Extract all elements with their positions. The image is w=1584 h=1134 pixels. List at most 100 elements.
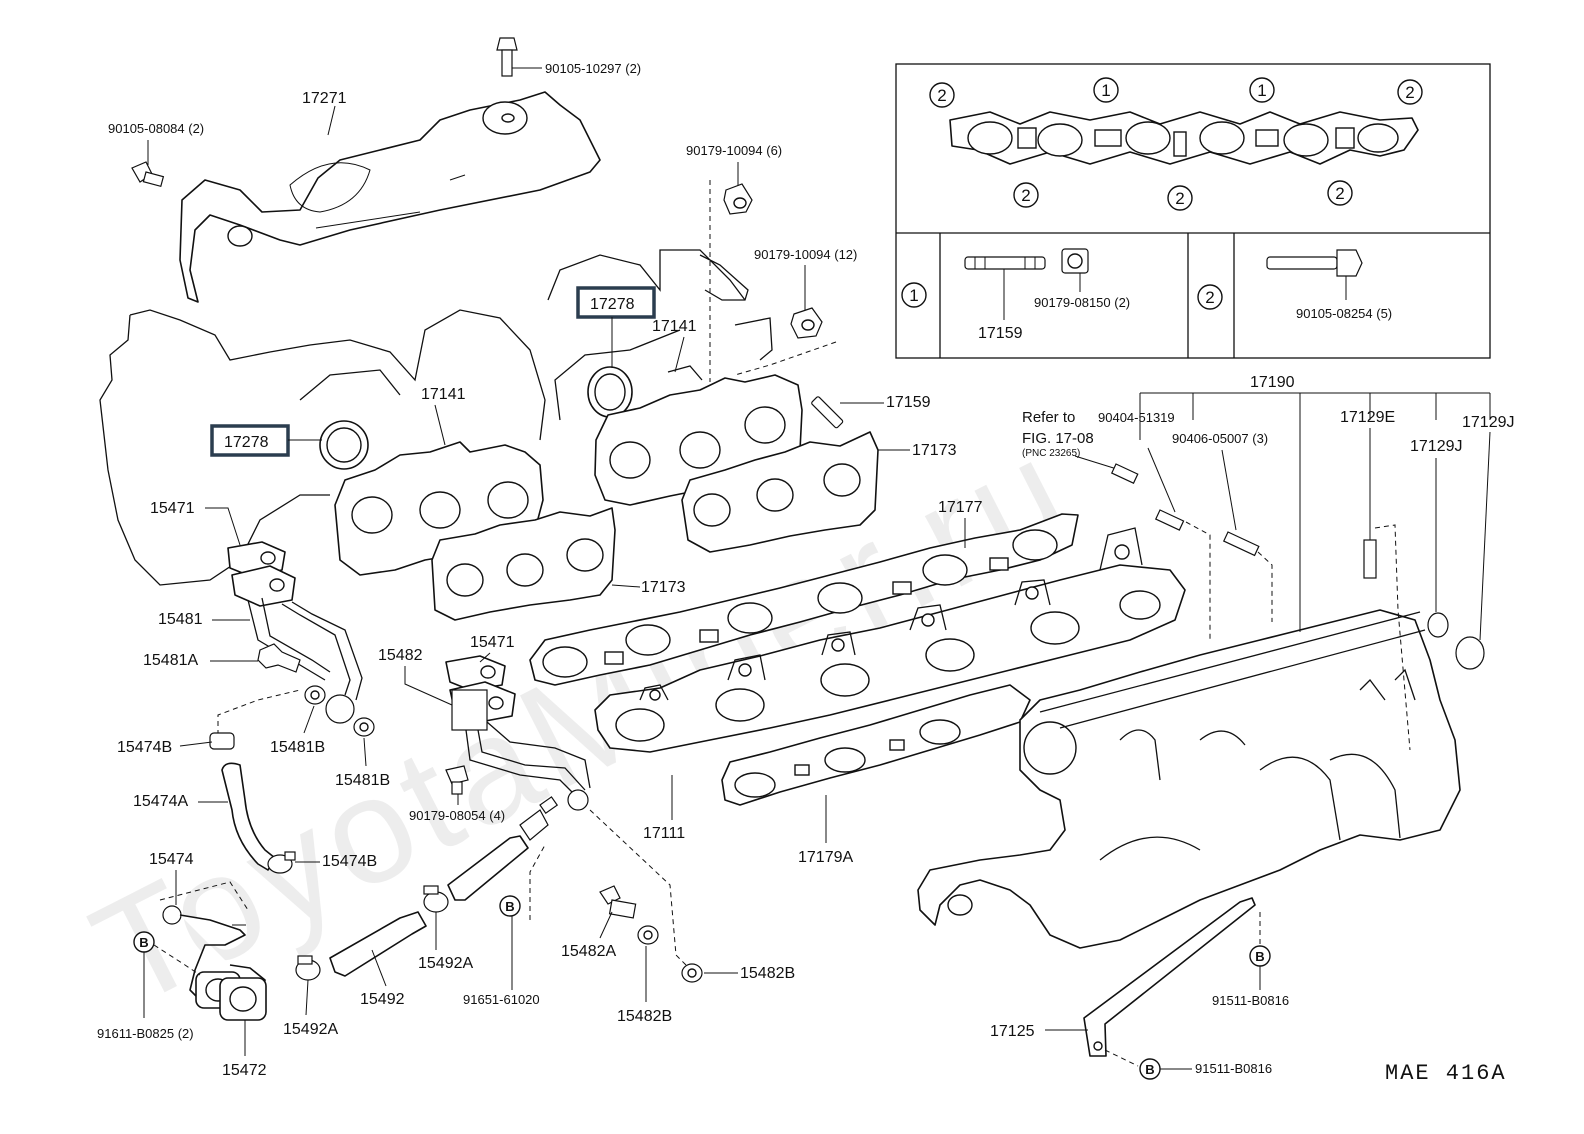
callout-b-91511-lower: B — [1139, 1058, 1161, 1080]
fitting-90404-51319 — [1154, 509, 1185, 531]
exhaust-gasket-17173-upper — [681, 431, 879, 553]
label-17159: 17159 — [886, 394, 931, 411]
valve-15474 — [162, 905, 267, 1021]
callout-1-legend: 1 — [901, 282, 927, 308]
label-90105-10297: 90105-10297 (2) — [545, 61, 641, 76]
label-15474B-lower: 15474B — [322, 853, 377, 870]
label-17141-right: 17141 — [652, 318, 697, 335]
callout-b-91651: B — [499, 895, 521, 917]
bolt-90179-08054 — [445, 765, 469, 795]
label-15471-right: 15471 — [470, 634, 515, 651]
flange-15471-left-pipe — [231, 565, 296, 607]
gasket-15471-right — [445, 655, 506, 691]
exhaust-gasket-17173-lower — [431, 507, 616, 621]
label-15481A: 15481A — [143, 652, 198, 669]
gasket-ring-17278-left — [319, 420, 369, 470]
plug-17129J-outer — [1455, 636, 1485, 670]
label-15474: 15474 — [149, 851, 194, 868]
label-15482A: 15482A — [561, 943, 616, 960]
svg-text:B: B — [505, 899, 514, 914]
label-90179-10094-6: 90179-10094 (6) — [686, 143, 782, 158]
svg-text:2: 2 — [937, 86, 946, 105]
washer-15481B-left — [304, 685, 326, 705]
label-17111: 17111 — [643, 825, 685, 842]
callout-2-legend: 2 — [1197, 284, 1223, 310]
label-15481B-left: 15481B — [270, 739, 325, 756]
label-17190: 17190 — [1250, 374, 1295, 391]
label-90404-51319: 90404-51319 — [1098, 410, 1175, 425]
callout-1-top-mid-left: 1 — [1093, 77, 1119, 103]
label-15471-left: 15471 — [150, 500, 195, 517]
inset-stud-17159 — [964, 256, 1046, 320]
svg-text:B: B — [139, 935, 148, 950]
svg-text:B: B — [1145, 1062, 1154, 1077]
intake-gasket-17177 — [529, 513, 1079, 686]
label-17129E: 17129E — [1340, 409, 1395, 426]
highlight-box-17278-left[interactable]: 17278 — [210, 424, 290, 457]
intake-plenum-17190 — [917, 609, 1461, 949]
fitting-15482A — [599, 885, 637, 919]
fitting-17129E — [1363, 539, 1377, 579]
label-15472: 15472 — [222, 1062, 267, 1079]
label-15482B-right: 15482B — [740, 965, 795, 982]
washer-15482B-mid — [637, 925, 659, 945]
svg-text:2: 2 — [1335, 184, 1344, 203]
svg-text:1: 1 — [1257, 81, 1266, 100]
svg-text:2: 2 — [1021, 186, 1030, 205]
label-17179A: 17179A — [798, 849, 853, 866]
refer-note: Refer to FIG. 17-08 (PNC 23265) — [1022, 409, 1094, 459]
callout-2-bottom-left: 2 — [1013, 182, 1039, 208]
label-15481: 15481 — [158, 611, 203, 628]
pipe-15482 — [449, 681, 591, 811]
label-90179-10094-12: 90179-10094 (12) — [754, 247, 857, 262]
intake-gasket-17179A — [721, 684, 1031, 806]
label-91651-61020: 91651-61020 — [463, 992, 540, 1007]
label-15481B-right: 15481B — [335, 772, 390, 789]
bolt-90105-08084 — [131, 161, 165, 188]
svg-text:(PNC 23265): (PNC 23265) — [1022, 448, 1080, 459]
nut-90179-10094-12 — [790, 307, 823, 339]
label-17173-lower: 17173 — [641, 579, 686, 596]
engine-cover-17271 — [179, 91, 601, 303]
label-17141-left: 17141 — [421, 386, 466, 403]
label-17271: 17271 — [302, 90, 347, 107]
nut-90179-10094-6 — [723, 183, 753, 215]
svg-text:17278: 17278 — [590, 296, 635, 313]
pipe-15481 — [247, 597, 363, 724]
inset-label-90179-08150: 90179-08150 (2) — [1034, 295, 1130, 310]
inset-label-90105-08254: 90105-08254 (5) — [1296, 306, 1392, 321]
washer-15482B-right — [681, 963, 703, 983]
vacuum-hose-15492 — [329, 911, 427, 977]
label-17129J-outer: 17129J — [1462, 414, 1515, 431]
label-91511-B0816-lower: 91511-B0816 — [1195, 1061, 1272, 1076]
label-15492A-left: 15492A — [283, 1021, 338, 1038]
label-15482: 15482 — [378, 647, 423, 664]
clamp-15492A-left — [295, 955, 321, 981]
diagram-code: MAE 416A — [1385, 1061, 1507, 1086]
engine-block — [99, 249, 773, 586]
callout-1-top-mid-right: 1 — [1249, 77, 1275, 103]
clamp-15474B-lower — [267, 851, 296, 874]
callout-2-top-right: 2 — [1397, 79, 1423, 105]
clamp-15474B-upper — [209, 732, 235, 750]
vsv-pipe — [447, 796, 559, 901]
inset-gasket-drawing — [949, 111, 1419, 165]
inset-gasket-box: 2 1 1 2 2 2 2 1 — [895, 63, 1491, 359]
hose-15474A — [221, 762, 276, 871]
label-15482B-mid: 15482B — [617, 1008, 672, 1025]
callout-b-91511-upper: B — [1249, 945, 1271, 967]
label-17173-upper: 17173 — [912, 442, 957, 459]
svg-text:FIG. 17-08: FIG. 17-08 — [1022, 430, 1094, 447]
label-15474A: 15474A — [133, 793, 188, 810]
callout-2-bottom-mid: 2 — [1167, 185, 1193, 211]
gasket-ring-17278-right — [587, 366, 633, 418]
inset-bolt-90105-08254 — [1266, 249, 1363, 300]
bolt-90105-10297 — [496, 37, 542, 77]
label-91611-B0825: 91611-B0825 (2) — [97, 1026, 194, 1041]
label-17129J-inner: 17129J — [1410, 438, 1463, 455]
svg-text:2: 2 — [1405, 83, 1414, 102]
svg-text:2: 2 — [1205, 288, 1214, 307]
highlight-box-17278-right[interactable]: 17278 — [576, 286, 656, 319]
label-90406-05007: 90406-05007 (3) — [1172, 431, 1268, 446]
